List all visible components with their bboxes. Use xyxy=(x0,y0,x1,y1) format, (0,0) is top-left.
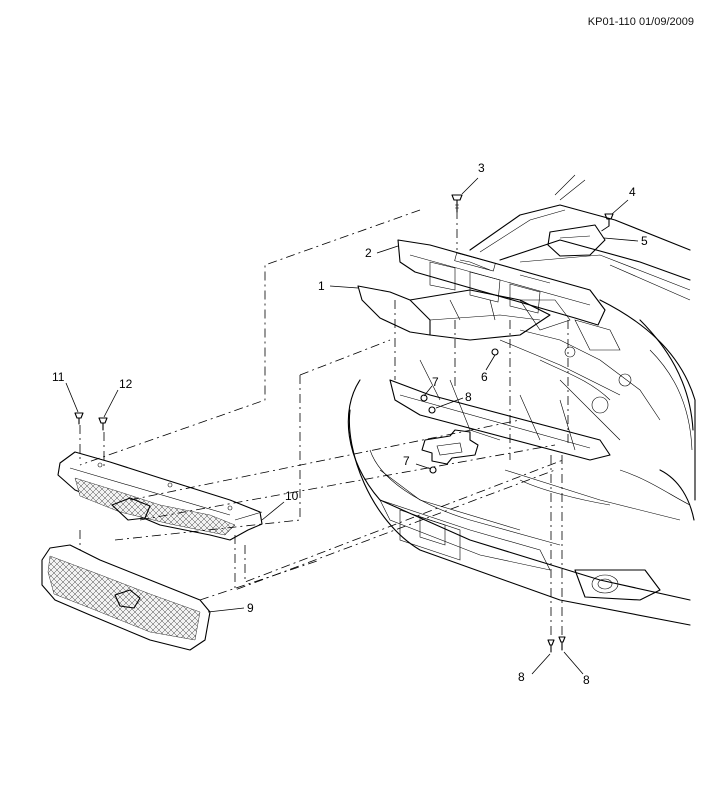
part-3-push-pin xyxy=(451,194,463,213)
svg-text:10: 10 xyxy=(285,489,299,503)
part-8-screws xyxy=(428,406,566,653)
callouts: 3 4 5 2 1 6 7 xyxy=(52,161,648,687)
drawing-code-label: KP01-110 01/09/2009 xyxy=(587,16,694,28)
part-10-grille-carrier xyxy=(57,451,263,541)
svg-text:8: 8 xyxy=(518,670,525,684)
part-6-fastener xyxy=(491,348,499,356)
callout-9: 9 xyxy=(207,601,254,615)
part-12-fastener xyxy=(98,417,108,431)
svg-text:8: 8 xyxy=(465,390,472,404)
callout-7-upper: 7 xyxy=(423,375,439,397)
part-7-clips xyxy=(420,394,437,474)
svg-text:9: 9 xyxy=(247,601,254,615)
part-11-fastener xyxy=(74,412,84,425)
svg-text:1: 1 xyxy=(318,279,325,293)
callout-8-upper: 8 xyxy=(435,390,472,409)
part-1-air-baffle xyxy=(357,285,551,341)
part-4-push-pin xyxy=(604,213,614,227)
callout-1: 1 xyxy=(318,279,359,293)
callout-6: 6 xyxy=(481,354,496,384)
svg-text:2: 2 xyxy=(365,246,372,260)
svg-text:6: 6 xyxy=(481,370,488,384)
part-5-bracket xyxy=(547,224,606,257)
svg-text:7: 7 xyxy=(403,454,410,468)
svg-text:4: 4 xyxy=(629,185,636,199)
callout-10: 10 xyxy=(261,489,299,521)
callout-8-right: 8 xyxy=(563,651,590,687)
callout-3: 3 xyxy=(461,161,485,195)
part-9-grille xyxy=(41,544,211,651)
svg-text:11: 11 xyxy=(52,370,65,384)
svg-text:8: 8 xyxy=(583,673,590,687)
svg-text:3: 3 xyxy=(478,161,485,175)
svg-text:5: 5 xyxy=(641,234,648,248)
callout-7-lower: 7 xyxy=(403,454,432,470)
svg-text:7: 7 xyxy=(432,375,439,389)
callout-12: 12 xyxy=(103,377,133,418)
svg-text:12: 12 xyxy=(119,377,133,391)
callout-4: 4 xyxy=(611,185,636,215)
callout-8-left: 8 xyxy=(518,653,551,684)
assembly-guide-lines xyxy=(79,209,610,638)
callout-11: 11 xyxy=(52,370,79,413)
callout-5: 5 xyxy=(603,234,648,248)
vehicle-front-end xyxy=(347,174,696,626)
callout-2: 2 xyxy=(365,245,399,260)
part-2-radiator-support-cover xyxy=(397,239,606,326)
